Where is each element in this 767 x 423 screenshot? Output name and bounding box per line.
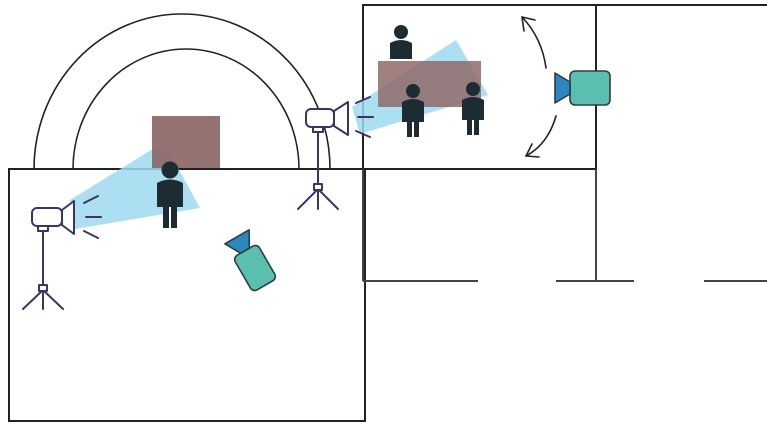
backdrop-arc-outer xyxy=(33,13,331,170)
backdrop-arc-inner xyxy=(72,48,300,170)
arrow-up-head xyxy=(521,16,536,32)
main-studio-room xyxy=(8,168,366,422)
set-piece-left xyxy=(152,116,220,168)
person-icon xyxy=(157,161,183,228)
camera-move-arrows xyxy=(521,16,557,158)
light-stand-icon xyxy=(297,96,374,210)
arrow-down-head xyxy=(525,143,540,158)
person-icon xyxy=(402,84,424,137)
camera-icon xyxy=(554,70,611,106)
arrow-down-icon xyxy=(525,115,557,157)
camera-icon xyxy=(224,229,277,292)
person-icon xyxy=(462,82,484,135)
person-icon xyxy=(390,25,412,59)
light-stand-icon xyxy=(22,195,102,310)
arrow-up-icon xyxy=(521,16,547,69)
